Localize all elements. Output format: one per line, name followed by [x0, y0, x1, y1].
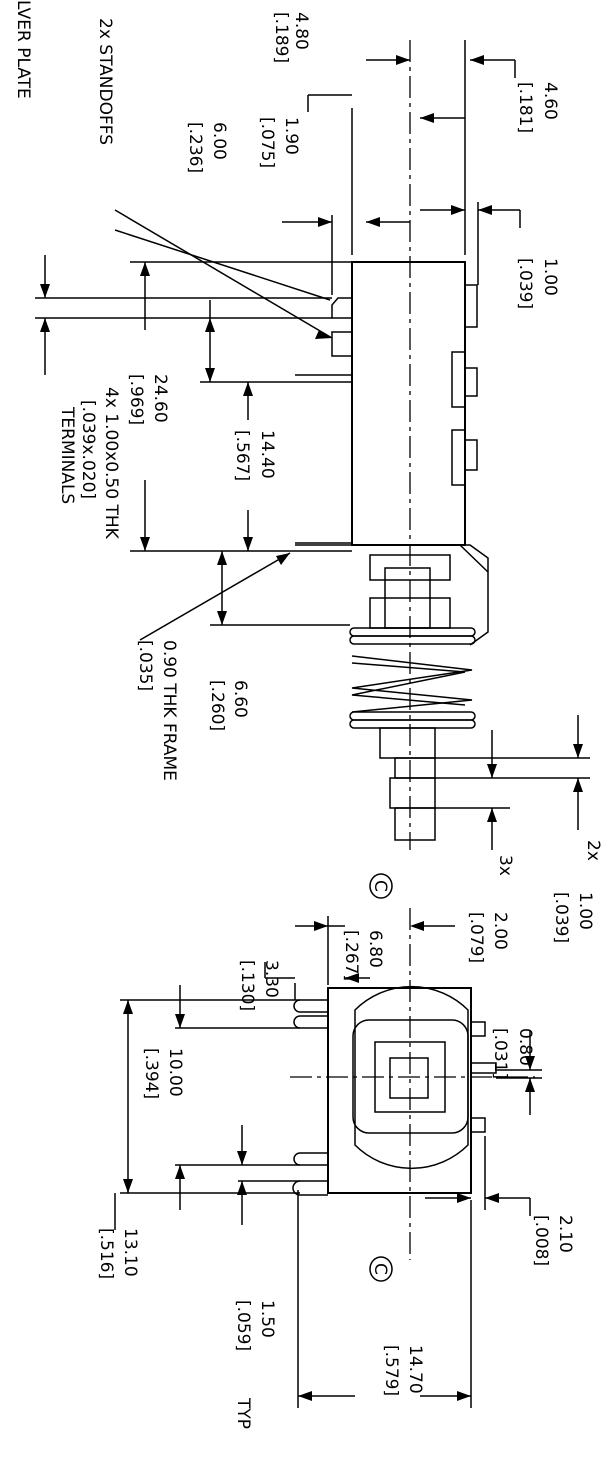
end-terminal-3 — [293, 1152, 328, 1166]
frame-bend — [459, 544, 489, 573]
terminals-note-line1: 4x 1.00x0.50 THK — [101, 387, 121, 540]
end-pin-3 — [470, 1117, 486, 1133]
mult-3x: 3x — [495, 855, 515, 876]
end-pin-1 — [470, 1021, 486, 1037]
c-mark-1-letter: C — [370, 880, 390, 892]
frame-note-line2: [.035] — [135, 640, 155, 691]
dim-w100-value: 1.00 — [540, 258, 560, 296]
plunger-neck — [394, 757, 436, 779]
dim-l660-value: 6.60 — [230, 680, 250, 718]
end-body-outline — [327, 987, 472, 1194]
dim-w190-inch: [.075] — [257, 117, 277, 168]
end-terminal-2 — [293, 1015, 328, 1029]
c-mark-1 — [369, 873, 393, 899]
end-view — [114, 873, 542, 1408]
dim-e1470-value: 14.70 — [405, 1345, 425, 1394]
side-tab-4 — [451, 429, 466, 486]
dim-e680-value: 6.80 — [365, 930, 385, 968]
dim-w460-value: 4.60 — [540, 82, 560, 120]
button-center-square — [389, 1057, 429, 1099]
dim-l2460-value: 24.60 — [150, 374, 170, 423]
plunger-tip — [394, 807, 436, 841]
dim-w480-inch: [.189] — [271, 12, 291, 63]
stem-block-1 — [369, 554, 451, 581]
standoff-1 — [331, 297, 352, 319]
c-mark-2-letter: C — [370, 1263, 390, 1275]
end-pin-2 — [470, 1062, 497, 1074]
dim-e080-inch: [.031] — [490, 1028, 510, 1079]
c-mark-2 — [369, 1256, 393, 1282]
dim-w600-inch: [.236] — [185, 122, 205, 173]
side-view-labels: LVER PLATE 2x STANDOFFS 4.80 [.189] 4.60… — [13, 0, 603, 963]
side-tab-2 — [451, 351, 466, 408]
dim-l1440-inch: [.567] — [232, 430, 252, 481]
dim-w190-value: 1.90 — [281, 117, 301, 155]
switch-body-outline — [351, 261, 466, 546]
button-cap — [352, 1019, 469, 1134]
standoffs-note: 2x STANDOFFS — [95, 18, 115, 145]
terminals-note-line3: TERMINALS — [57, 406, 77, 504]
button-inner-square — [374, 1041, 446, 1113]
dim-e210-inch: [.008] — [531, 1215, 551, 1266]
spring — [349, 627, 476, 729]
side-tab-1 — [464, 284, 478, 328]
standoff-2 — [331, 331, 352, 357]
frame-outline — [295, 544, 489, 646]
terminals-note-line2: [.039x.020] — [78, 400, 98, 499]
typ-note: TYP — [233, 1397, 253, 1429]
end-view-labels: C C 6.80 [.267] 3.30 [.130] 0.80 [.031] … — [96, 880, 575, 1429]
dim-w100-inch: [.039] — [515, 258, 535, 309]
side-tab-5 — [464, 439, 478, 471]
side-view — [35, 40, 590, 850]
dim-e1000-value: 10.00 — [165, 1048, 185, 1097]
frame-note-line1: 0.90 THK FRAME — [159, 640, 179, 781]
side-tab-3 — [464, 367, 478, 397]
dim-l660-inch: [.260] — [207, 680, 227, 731]
dim-e330-inch: [.130] — [237, 960, 257, 1011]
dim-e1310-value: 13.10 — [120, 1228, 140, 1277]
dim-e150-inch: [.059] — [233, 1300, 253, 1351]
dim-e1000-inch: [.394] — [141, 1048, 161, 1099]
plunger-base — [379, 727, 436, 759]
dim-e1470-inch: [.579] — [381, 1345, 401, 1396]
dim-w600-value: 6.00 — [209, 122, 229, 160]
dim-l2460-inch: [.969] — [126, 374, 146, 425]
dim-w460-inch: [.181] — [515, 82, 535, 133]
dim-e210-value: 2.10 — [555, 1215, 575, 1253]
dim-l100b-inch: [.039] — [551, 892, 571, 943]
end-terminal-1 — [293, 999, 328, 1013]
dim-l1440-value: 14.40 — [257, 430, 277, 479]
plunger-mid — [389, 777, 436, 809]
dim-w480-value: 4.80 — [291, 12, 311, 50]
silver-plate-note: LVER PLATE — [13, 0, 33, 99]
dim-e330-value: 3.30 — [261, 960, 281, 998]
dim-l200-inch: [.079] — [466, 912, 486, 963]
dim-l200-value: 2.00 — [490, 912, 510, 950]
dim-e080-value: 0.80 — [515, 1028, 535, 1066]
mult-2x: 2x — [583, 840, 603, 861]
button-round-outline — [354, 985, 469, 1170]
dim-e1310-inch: [.516] — [96, 1228, 116, 1279]
dim-l100b-value: 1.00 — [575, 892, 595, 930]
dim-e680-inch: [.267] — [341, 930, 361, 981]
dim-e150-value: 1.50 — [257, 1300, 277, 1338]
